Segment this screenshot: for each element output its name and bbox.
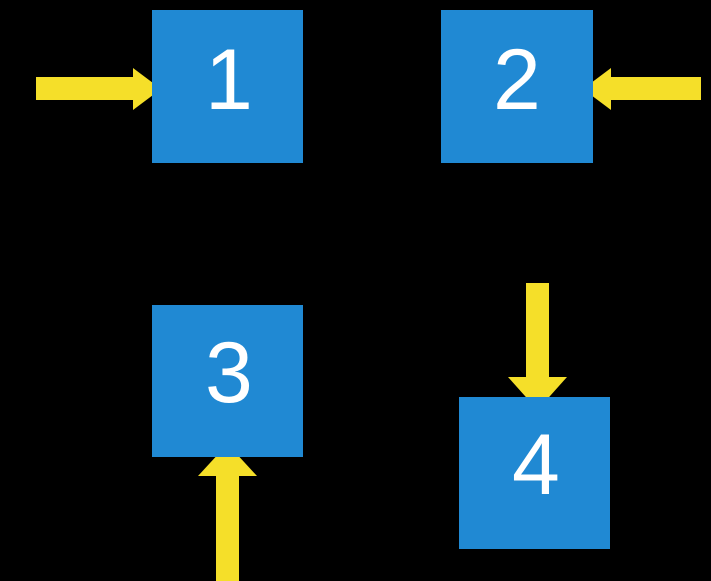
node-label-1: 1 <box>205 32 253 128</box>
arrow-into-node-3-shape <box>198 444 257 581</box>
node-box-3[interactable] <box>152 305 303 457</box>
node-box-1[interactable] <box>152 10 303 163</box>
node-box-4[interactable] <box>459 397 610 549</box>
node-label-4: 4 <box>512 417 560 513</box>
arrow-into-node-1-shape <box>36 68 161 110</box>
node-box-2[interactable] <box>441 10 593 163</box>
arrow-into-node-2-shape <box>583 68 701 110</box>
node-label-2: 2 <box>493 32 541 128</box>
arrow-into-node-4-shape <box>508 283 567 410</box>
node-label-3: 3 <box>205 325 253 421</box>
